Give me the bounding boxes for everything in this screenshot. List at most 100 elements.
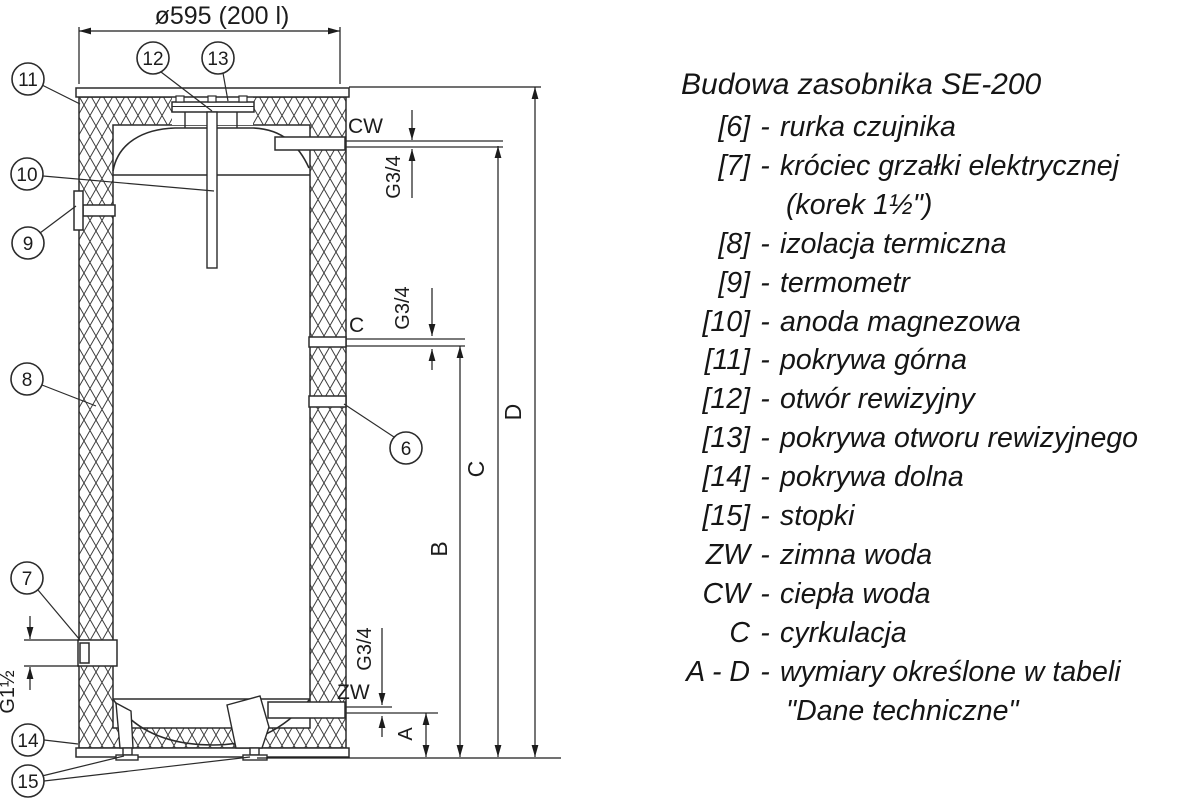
legend-item-key: [13] [702,422,750,455]
legend-item-dash: - [760,577,770,610]
legend-item: [6]-rurka czujnika [655,108,1200,147]
callout-11: 11 [11,62,45,96]
legend-item-dash: - [760,461,770,494]
callout-12-num: 12 [142,49,163,70]
callout-9: 9 [11,226,45,260]
callout-11-num: 11 [18,70,38,91]
callouts: 11 12 13 10 9 8 [10,41,423,798]
leader-15 [41,755,125,777]
callout-15: 15 [11,764,45,798]
legend-item-text: zimna woda [780,538,933,571]
zw-label: ZW [337,681,370,704]
flange-bolt [175,95,185,103]
leader-9 [39,205,77,234]
dims-vertical [257,86,561,759]
g34-c-label: G3/4 [392,286,414,329]
legend-item-text: pokrywa dolna [780,461,964,494]
sensor-tube-port [308,395,347,408]
zw-port [267,701,346,719]
legend-item: ZW-zimna woda [655,536,1200,575]
callout-leaders [37,71,395,782]
legend-item: [12]-otwór rewizyjny [655,380,1200,419]
leader-12 [160,71,213,112]
leader-10 [42,175,215,192]
legend-item-dash: - [760,655,770,688]
legend-item-text: otwór rewizyjny [780,383,975,416]
leader-11 [41,84,81,105]
legend-item: [10]-anoda magnezowa [655,303,1200,342]
callout-7: 7 [10,561,44,595]
callout-10: 10 [10,157,44,191]
callout-13: 13 [201,41,235,75]
legend-item-dash: - [760,227,770,260]
tank-cross-section-diagram: ø595 (200 l) D C B A G3/4 G3/4 G3/4 [0,2,561,798]
legend-item-dash: - [760,616,770,649]
ports [73,136,347,719]
legend-item: [11]-pokrywa górna [655,341,1200,380]
legend-item: "Dane techniczne" [655,692,1200,731]
leader-14 [43,739,79,745]
legend-item-key: C [729,616,750,649]
legend-item-dash: - [760,266,770,299]
legend-item-text: rurka czujnika [780,111,956,143]
legend-item-text: cyrkulacja [780,616,907,649]
pipes [345,140,503,714]
legend-item: CW-ciepła woda [655,575,1200,614]
callout-15-num: 15 [17,772,38,793]
callout-7-num: 7 [22,569,33,590]
g112-label: G1½ [0,670,19,714]
legend-item-key: ZW [705,538,750,571]
legend-item-key: [7] [718,149,750,182]
legend-item-text: "Dane techniczne" [786,694,1019,727]
legend-item-dash: - [760,422,770,455]
legend-item-dash: - [760,111,770,143]
legend-item-dash: - [760,500,770,533]
bottom-cover [75,747,350,758]
legend-item-dash: - [760,305,770,338]
legend-title: Budowa zasobnika SE-200 [681,68,1042,101]
callout-12: 12 [136,41,170,75]
g34-cw-label: G3/4 [383,155,405,198]
legend-item-text: stopki [780,500,855,533]
legend-item-text: izolacja termiczna [780,227,1007,260]
legend-item-text: anoda magnezowa [780,305,1021,338]
legend-item-dash: - [760,383,770,416]
g34-dims [378,110,436,737]
legend-item-key: [14] [702,461,750,494]
right-leg [226,695,270,749]
legend-item: [9]-termometr [655,264,1200,303]
legend-item: [13]-pokrywa otworu rewizyjnego [655,419,1200,458]
g34-zw-label: G3/4 [354,627,376,670]
leader-7 [37,589,81,641]
leader-13 [222,72,229,102]
legend-item-key [655,692,750,731]
legend-item-dash: - [760,344,770,377]
legend-item: [15]-stopki [655,497,1200,536]
callout-10-num: 10 [16,165,37,186]
right-foot-stem [249,747,260,756]
c-port-label: C [349,314,364,337]
dim-diameter-label: ø595 (200 l) [155,2,290,30]
left-leg [115,701,134,749]
callout-14-num: 14 [17,731,39,752]
legend-item-dash [750,186,780,225]
legend-item-text: pokrywa górna [780,344,967,377]
legend-item-dash: - [760,149,770,182]
feet [115,695,270,761]
legend-items: [6]-rurka czujnika[7]-króciec grzałki el… [655,108,1200,731]
cw-label: CW [348,115,383,138]
legend: Budowa zasobnika SE-200 [6]-rurka czujni… [655,64,1200,731]
legend-item: C-cyrkulacja [655,614,1200,653]
heater-plug [79,642,90,664]
legend-item: [8]-izolacja termiczna [655,225,1200,264]
legend-item: [7]-króciec grzałki elektrycznej [655,147,1200,186]
legend-item: A - D-wymiary określone w tabeli [655,653,1200,692]
legend-item: [14]-pokrywa dolna [655,458,1200,497]
callout-6-num: 6 [401,439,412,460]
callout-14: 14 [11,723,45,757]
legend-item-dash [750,692,780,731]
legend-item-key [655,186,750,225]
legend-item-key: [11] [704,344,750,377]
g112-dim [24,616,79,690]
